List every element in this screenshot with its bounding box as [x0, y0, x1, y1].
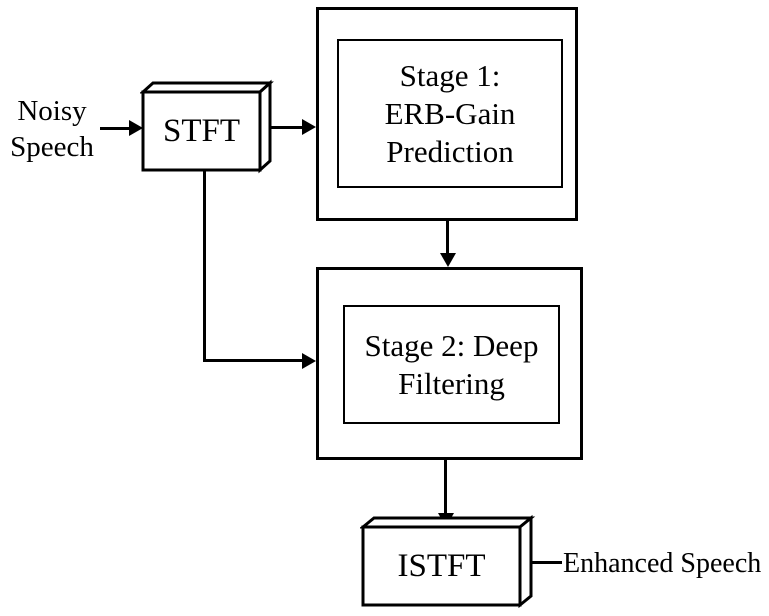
- connector-stft-to-stage2: [203, 359, 303, 362]
- arrowhead-stage1-to-stage2: [440, 253, 456, 267]
- arrowhead-stft-to-stage2: [302, 353, 316, 369]
- arrowhead-stft-to-stage1: [302, 119, 316, 135]
- label-noisy-speech: Noisy Speech: [10, 95, 94, 163]
- block-stage1-inner: Stage 1: ERB-Gain Prediction: [337, 39, 563, 188]
- connector-stft-to-stage1: [271, 126, 303, 129]
- label-enhanced-speech: Enhanced Speech: [563, 548, 762, 579]
- label-stft: STFT: [162, 112, 241, 149]
- label-stage1: Stage 1: ERB-Gain Prediction: [384, 57, 516, 169]
- block-istft-shape: [360, 514, 536, 609]
- arrowhead-noisy-to-stft: [129, 120, 143, 136]
- connector-stft-down: [203, 170, 206, 362]
- connector-noisy-to-stft: [100, 127, 131, 130]
- connector-istft-to-output: [531, 561, 562, 564]
- connector-stage2-to-istft: [444, 460, 447, 515]
- connector-stage1-to-stage2: [446, 221, 449, 255]
- block-stft-shape: [140, 79, 274, 174]
- label-stage2: Stage 2: Deep Filtering: [364, 327, 539, 401]
- block-stage2-inner: Stage 2: Deep Filtering: [343, 305, 560, 424]
- label-istft: ISTFT: [397, 547, 486, 584]
